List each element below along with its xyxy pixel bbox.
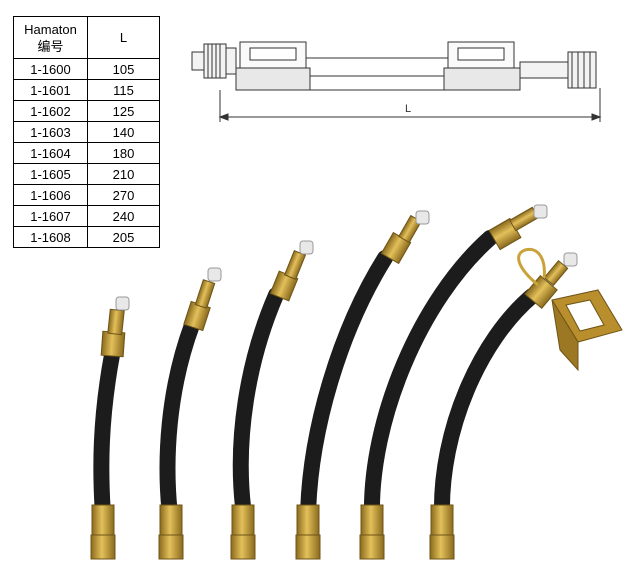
hose-extension-3 <box>230 240 314 560</box>
hose-extension-6 <box>429 247 578 560</box>
header-model-brand: Hamaton <box>24 21 77 37</box>
dimension-label: L <box>405 103 411 115</box>
hose-extension-1 <box>90 296 130 560</box>
drawing-right-crimp <box>443 41 521 91</box>
technical-drawing: L <box>191 41 602 122</box>
mounting-clamp <box>551 289 623 372</box>
header-model: Hamaton 编号 <box>13 16 88 59</box>
length-cell: 180 <box>87 142 160 164</box>
drawing-left-crimp <box>235 41 311 91</box>
model-cell: 1-1606 <box>13 184 88 206</box>
spec-table-header-row: Hamaton 编号 L <box>13 16 160 59</box>
length-cell: 210 <box>87 163 160 185</box>
model-cell: 1-1602 <box>13 100 88 122</box>
dimension-line <box>218 88 602 122</box>
hose-extension-4 <box>295 210 430 560</box>
model-cell: 1-1607 <box>13 205 88 227</box>
length-cell: 205 <box>87 226 160 248</box>
drawing-right-valve-fitting <box>519 51 597 89</box>
length-cell: 105 <box>87 58 160 80</box>
hose-extension-2 <box>158 267 222 560</box>
model-cell: 1-1601 <box>13 79 88 101</box>
hose-extension-5 <box>359 204 548 560</box>
header-model-code: 编号 <box>37 38 64 54</box>
drawing-left-valve-fitting <box>191 43 237 79</box>
